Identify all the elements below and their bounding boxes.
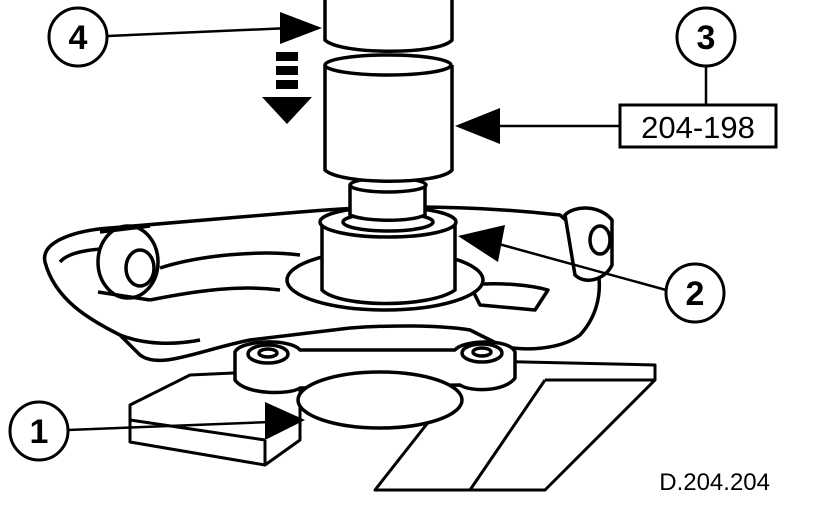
arrowhead-icon [455,108,500,144]
hub-boss [296,370,464,430]
right-bushing-eye [563,206,614,282]
arrowhead-icon [265,402,305,440]
tool-pilot [348,176,428,222]
callout-2-label: 2 [686,275,705,313]
callout-2: 2 [458,225,726,324]
arrowhead-icon [458,225,505,262]
callout-1-label: 1 [30,413,49,451]
callout-1: 1 [8,400,305,462]
figure-code: D.204.204 [659,469,770,496]
callout-3: 3 204-198 [455,6,778,149]
arrowhead-icon [280,12,322,44]
press-tool [323,53,454,183]
tool-number: 204-198 [641,110,755,145]
left-bushing-eye [96,224,160,302]
callout-4-label: 4 [69,19,88,57]
tool-number-box [618,103,778,149]
callout-4: 4 [47,6,322,68]
press-direction-arrow [262,52,312,124]
support-block-left [128,368,302,467]
press-ram [323,0,454,53]
callout-3-label: 3 [697,19,716,57]
lower-flange [233,340,517,395]
